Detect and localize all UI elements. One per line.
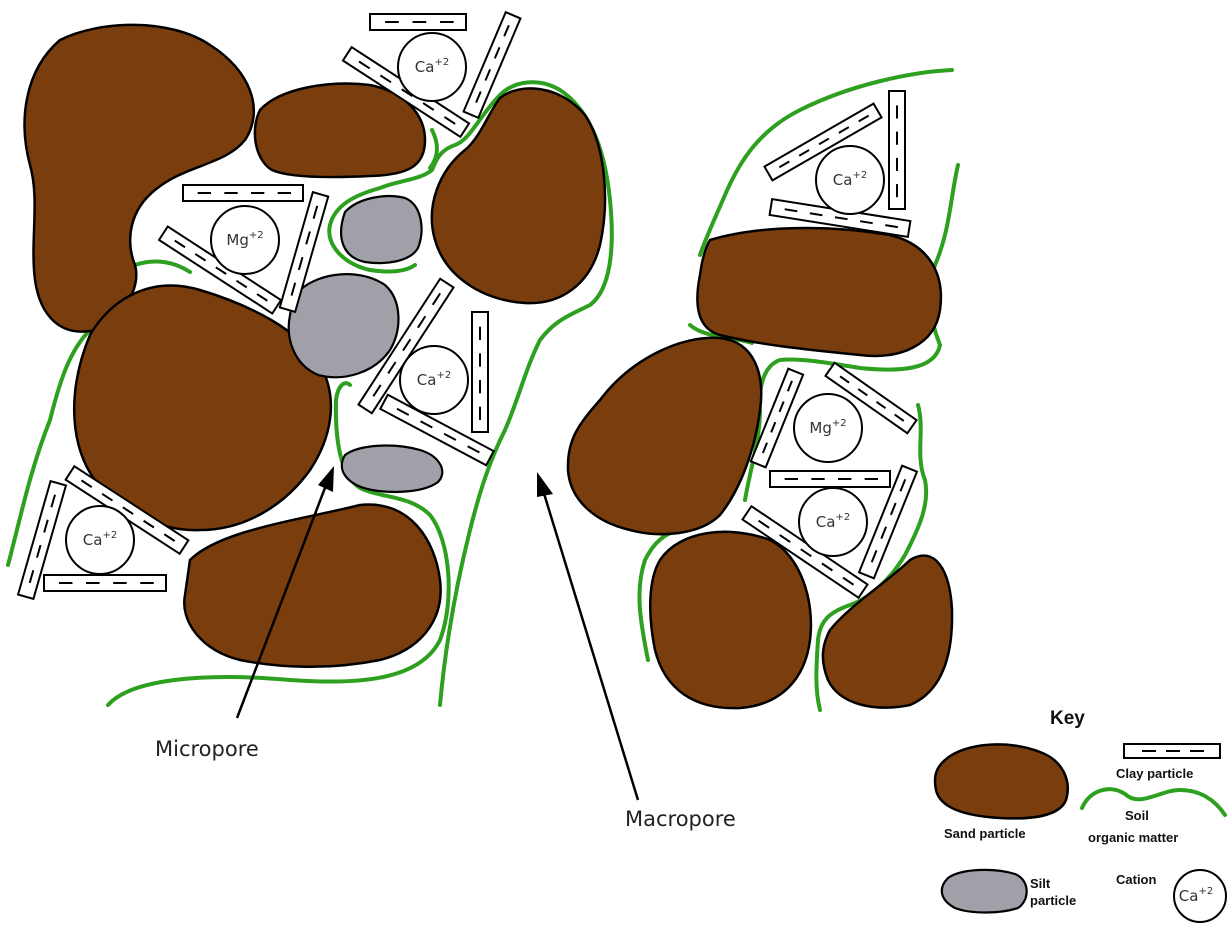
clay-particle bbox=[44, 575, 166, 591]
cation-magnesium: Mg+2 bbox=[794, 394, 862, 462]
cation-calcium: Ca+2 bbox=[816, 146, 884, 214]
clay-particle bbox=[472, 312, 488, 432]
cation-calcium: Ca+2 bbox=[400, 346, 468, 414]
clay-particle bbox=[889, 91, 905, 209]
key-silt-label: particle bbox=[1030, 893, 1076, 908]
silt-particle bbox=[341, 196, 421, 263]
clay-particle bbox=[183, 185, 303, 201]
micropore-label: Micropore bbox=[155, 737, 259, 761]
sand-particle bbox=[650, 532, 811, 708]
macropore-label: Macropore bbox=[625, 807, 736, 831]
key-silt-label: Silt bbox=[1030, 876, 1051, 891]
key-title: Key bbox=[1050, 708, 1085, 729]
key-clay-swatch bbox=[1124, 744, 1220, 758]
key-organic-matter-swatch bbox=[1082, 789, 1225, 815]
sand-particle bbox=[568, 338, 761, 534]
key-sand-label: Sand particle bbox=[944, 826, 1026, 841]
sand-particle bbox=[697, 228, 941, 356]
cation-calcium: Ca+2 bbox=[398, 33, 466, 101]
key-silt-swatch bbox=[942, 870, 1027, 913]
sand-particle bbox=[25, 25, 254, 332]
cation-calcium: Ca+2 bbox=[799, 488, 867, 556]
cation-magnesium: Mg+2 bbox=[211, 206, 279, 274]
key-cation-label: Cation bbox=[1116, 872, 1157, 887]
key-sand-swatch bbox=[935, 744, 1068, 818]
key-cation-swatch: Ca+2 bbox=[1174, 870, 1226, 922]
key-clay-label: Clay particle bbox=[1116, 766, 1193, 781]
silt-particle bbox=[342, 446, 442, 492]
key-legend: Key Clay particle Sand particle Soil org… bbox=[935, 708, 1226, 922]
key-organic-matter-label: organic matter bbox=[1088, 830, 1178, 845]
silt-particle bbox=[289, 274, 399, 377]
cation-calcium: Ca+2 bbox=[66, 506, 134, 574]
clay-particle bbox=[370, 14, 466, 30]
clay-particle bbox=[770, 471, 890, 487]
key-organic-matter-label: Soil bbox=[1125, 808, 1149, 823]
